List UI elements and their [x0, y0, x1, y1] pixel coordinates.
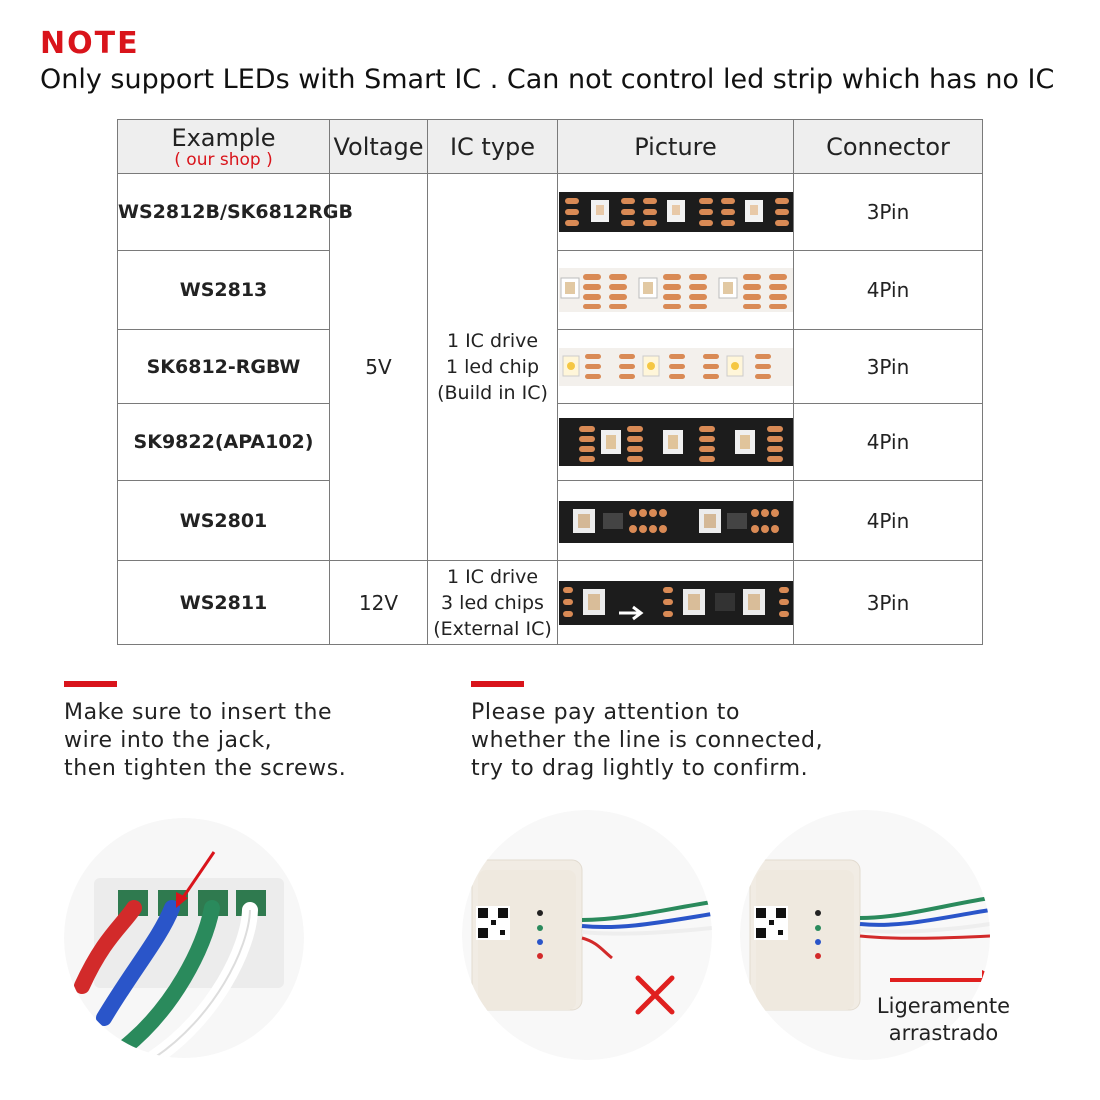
table-row: WS2801 4Pin [117, 480, 983, 561]
ic-line: (External IC) [433, 617, 552, 640]
header-example: Example ( our shop ) [117, 119, 330, 174]
connector-cell: 3Pin [793, 329, 983, 404]
connector-cell: 3Pin [793, 173, 983, 251]
voltage-cell: 5V [329, 173, 428, 561]
accent-bar-left [64, 681, 117, 687]
model-cell: WS2801 [117, 480, 330, 561]
table-row: WS2811 12V 1 IC drive 3 led chips (Exter… [117, 560, 983, 645]
connector-cell: 3Pin [793, 560, 983, 645]
table-header-row: Example ( our shop ) Voltage IC type Pic… [117, 119, 983, 174]
ic-line: 1 IC drive [446, 565, 539, 588]
model-cell: WS2811 [117, 560, 330, 645]
table-row: WS2812B/SK6812RGB 5V 1 IC drive 1 led ch… [117, 173, 983, 561]
table-row: SK6812-RGBW 3Pin [117, 329, 983, 404]
header-picture: Picture [557, 119, 794, 174]
ic-line: 1 IC drive [446, 330, 539, 352]
ic-type-cell: 1 IC drive 1 led chip (Build in IC) [427, 173, 558, 561]
picture-cell [557, 560, 794, 645]
caption-line: arrastrado [888, 1021, 999, 1045]
note-title: NOTE [40, 26, 140, 61]
red-x-icon [635, 975, 675, 1015]
connector-cell: 4Pin [793, 250, 983, 330]
spec-table: Example ( our shop ) Voltage IC type Pic… [117, 119, 983, 645]
led-strip-sk9822-image [558, 418, 793, 466]
model-cell: WS2812B/SK6812RGB [117, 173, 353, 251]
picture-cell [557, 250, 794, 330]
controller-drag-photo [740, 810, 990, 1060]
model-cell: SK9822(APA102) [117, 403, 330, 481]
drag-caption: Ligeramente arrastrado [866, 993, 1021, 1047]
note-line: try to drag lightly to confirm. [471, 756, 809, 781]
header-connector: Connector [793, 119, 983, 174]
header-example-sub: ( our shop ) [174, 149, 273, 170]
note-line: Make sure to insert the [64, 700, 333, 725]
led-strip-ws2801-image [558, 500, 793, 543]
connector-cell: 4Pin [793, 403, 983, 481]
header-voltage: Voltage [329, 119, 428, 174]
connector-cell: 4Pin [793, 480, 983, 561]
ic-line: (Build in IC) [437, 382, 548, 404]
ic-line: 3 led chips [441, 591, 544, 614]
picture-cell [557, 480, 794, 561]
terminal-block-photo [64, 818, 304, 1058]
led-strip-ws2813-image [558, 268, 793, 312]
header-example-label: Example [171, 123, 276, 152]
picture-cell [557, 173, 794, 251]
led-strip-sk6812-rgbw-image [558, 347, 793, 386]
note-line: Please pay attention to [471, 700, 741, 725]
note-right: Please pay attention to whether the line… [471, 699, 823, 783]
table-row: WS2813 4Pin [117, 250, 983, 330]
header-ic-type: IC type [427, 119, 558, 174]
ic-line: 1 led chip [445, 356, 540, 378]
led-strip-ws2812b-image [558, 184, 793, 240]
model-cell: SK6812-RGBW [117, 329, 330, 404]
note-line: then tighten the screws. [64, 756, 347, 781]
voltage-cell: 12V [329, 560, 428, 645]
pointer-arrow-icon [178, 851, 216, 903]
controller-wrong-photo [462, 810, 712, 1060]
caption-line: Ligeramente [876, 994, 1011, 1018]
note-line: wire into the jack, [64, 728, 273, 753]
led-strip-ws2811-image [558, 580, 793, 625]
subtitle: Only support LEDs with Smart IC . Can no… [40, 64, 1055, 95]
note-left: Make sure to insert the wire into the ja… [64, 699, 346, 783]
accent-bar-right [471, 681, 524, 687]
picture-cell [557, 329, 794, 404]
qr-code-icon [754, 906, 788, 940]
picture-cell [557, 403, 794, 481]
qr-code-icon [476, 906, 510, 940]
ic-type-cell: 1 IC drive 3 led chips (External IC) [427, 560, 558, 645]
model-cell: WS2813 [117, 250, 330, 330]
note-line: whether the line is connected, [471, 728, 824, 753]
